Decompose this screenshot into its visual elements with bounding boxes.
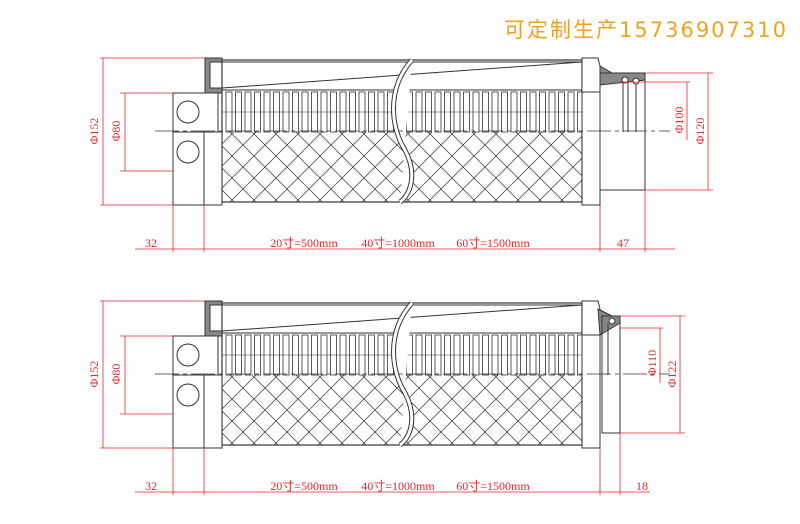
right-outer-diameter-label: Φ122 [665,361,679,388]
dimensions [100,300,685,495]
mesh-line [361,132,433,202]
mesh-line [493,132,565,202]
mesh-line [295,132,367,202]
mesh-line [648,132,718,202]
mesh-line [405,375,477,445]
mesh-line [559,179,582,202]
right-flange [581,57,601,93]
mesh-line [648,132,718,202]
right-inner-diameter-label: Φ110 [645,350,659,376]
mesh-line [559,375,582,398]
mesh-line [537,400,582,445]
mesh-line [559,132,582,155]
bolt-hole-icon [176,343,200,367]
mesh-line [626,132,696,202]
mesh-line [427,375,499,445]
mesh-line [515,135,582,202]
mesh-line [273,132,345,202]
bolt-hole-icon [176,383,200,407]
mesh-line [604,375,674,445]
mesh-line [295,375,367,445]
mesh [222,132,718,202]
left-flange [204,300,223,337]
outer-diameter-label: Φ152 [87,361,101,388]
mesh-line [670,375,740,445]
right-end-ring [581,334,601,449]
left-flange [204,57,223,94]
mesh-line [604,132,674,202]
mesh-line [339,375,411,445]
mesh-line [222,132,279,189]
mesh-line [222,132,257,167]
mesh-line [222,410,257,445]
mesh-line [515,378,582,445]
mesh-line [626,132,696,202]
mesh-line [229,375,301,445]
mesh-line [273,375,345,445]
left-length-label: 32 [145,479,157,493]
mesh-line [229,132,301,202]
length-40-label: 40寸=1000mm [361,479,435,493]
right-fitting [599,72,646,191]
right-length-label: 18 [636,479,648,493]
o-ring-icon [621,76,629,84]
right-end-ring [581,91,601,206]
mesh-line [670,375,740,445]
custom-production-phone-title: 可定制生产15736907310 [504,18,788,42]
mesh-line [471,132,543,202]
left-length-label: 32 [145,236,157,250]
dimensions [100,57,713,252]
length-20-label: 20寸=500mm [270,236,338,250]
mesh-line [626,375,696,445]
mesh-line [317,375,389,445]
mesh-line [383,375,455,445]
mesh-line [222,375,279,432]
bolt-hole-icon [176,140,200,164]
o-ring-icon [632,77,640,85]
mesh-line [648,375,718,445]
mesh-line [471,375,543,445]
mesh-line [449,375,521,445]
length-40-label: 40寸=1000mm [361,236,435,250]
mesh-line [537,157,582,202]
mesh-line [626,375,696,445]
inner-diameter-label: Φ80 [109,364,123,385]
filter-drawing-2: Φ152 Φ80 32 20寸=500mm 40寸=1000mm 60寸=1500mm 18… [87,300,740,495]
mesh-line [604,375,674,445]
bolt-hole-icon [176,100,200,124]
length-20-label: 20寸=500mm [270,479,338,493]
mesh-line [251,375,323,445]
right-outer-diameter-label: Φ120 [693,118,707,145]
mesh-line [361,375,433,445]
mesh-line [648,375,718,445]
length-60-label: 60寸=1500mm [456,479,530,493]
mesh [222,375,740,445]
length-60-label: 60寸=1500mm [456,236,530,250]
mesh-line [251,132,323,202]
left-end-ring [203,131,223,206]
outer-diameter-label: Φ152 [87,118,101,145]
inner-diameter-label: Φ80 [109,121,123,142]
break-band-inner [392,301,414,447]
right-flange [581,300,601,336]
o-ring-icon [608,317,616,325]
filter-drawing-1: Φ152 Φ80 32 20寸=500mm 40寸=1000mm 60寸=1500mm 47… [87,57,718,252]
mesh-line [493,375,565,445]
mesh-line [222,375,257,410]
right-length-label: 47 [617,236,629,250]
mesh-line [317,132,389,202]
mesh-line [559,422,582,445]
mesh-line [222,167,257,202]
mesh-line [604,132,674,202]
right-inner-diameter-label: Φ100 [672,107,686,134]
mesh-line [339,132,411,202]
left-end-ring [203,374,223,449]
mesh-line [449,132,521,202]
mesh-line [405,132,477,202]
break-band-inner [392,58,414,204]
mesh-line [427,132,499,202]
right-fitting [601,315,621,434]
mesh-line [383,132,455,202]
